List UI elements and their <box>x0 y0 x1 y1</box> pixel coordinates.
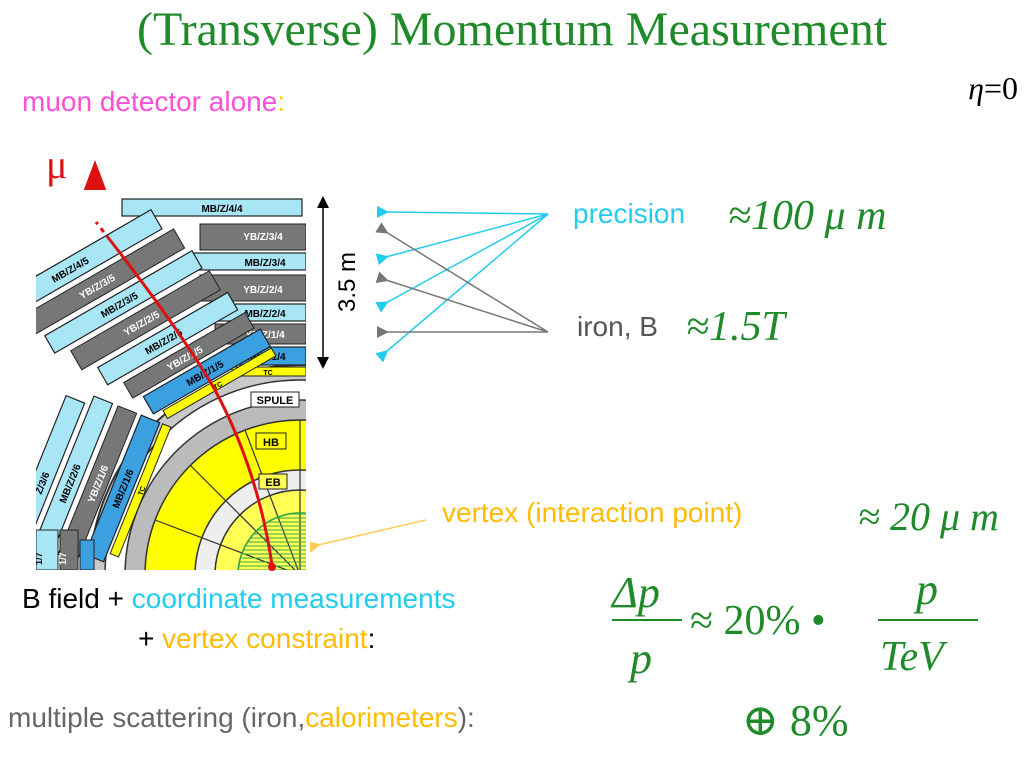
eta-value: 0 <box>1002 70 1018 106</box>
formula-mid: ≈ 20% • <box>690 598 826 644</box>
formula-den-left: p <box>627 634 652 683</box>
label-tc-left: TC <box>137 486 147 497</box>
iron-b-value: ≈1.5T <box>686 304 785 350</box>
label-mb44: MB/Z/4/4 <box>201 204 243 215</box>
vertex-constraint-text: vertex constraint <box>162 623 368 654</box>
bfield-text: B field <box>22 583 100 614</box>
vertex-value: ≈ 20 μ m <box>858 494 999 539</box>
formula-oplus-term: ⊕ 8% <box>742 696 849 745</box>
label-1-7-a: 1/7 <box>34 552 44 565</box>
formula-den-right: TeV <box>880 634 948 680</box>
vertex-constraint-colon: : <box>367 623 376 654</box>
resolution-formula: Δp p ≈ 20% • p TeV <box>610 565 978 683</box>
vertex-dot <box>268 563 276 571</box>
detector-cross-section: MB/Z/4/4 YB/Z/3/4 MB/Z/3/4 YB/Z/2/4 MB/Z… <box>34 190 306 570</box>
muon-alone-text: muon detector alone <box>22 86 278 117</box>
precision-value: ≈100 μ m <box>728 193 887 239</box>
label-hb: HB <box>263 437 279 449</box>
label-yb34: YB/Z/3/4 <box>243 232 283 243</box>
label-tc-diag: TC <box>212 381 224 392</box>
vertex-constraint-line: + vertex constraint: <box>138 623 375 655</box>
vertex-label: vertex (interaction point) <box>442 497 743 528</box>
formula-num-right: p <box>913 565 938 614</box>
label-tc-right: TC <box>263 370 272 377</box>
iron-b-label: iron, B <box>577 311 658 342</box>
label-mb24: MB/Z/2/4 <box>244 309 286 320</box>
ms-calorimeters: calorimeters <box>305 702 458 733</box>
muon-alone-colon: : <box>277 86 286 117</box>
muon-detector-alone-label: muon detector alone: <box>22 86 285 118</box>
eta-condition: η=0 <box>968 70 1018 107</box>
bfield-plus: + <box>99 583 132 614</box>
ms-text-a: multiple scattering (iron, <box>8 702 306 733</box>
label-spule: SPULE <box>257 395 294 407</box>
eta-symbol: η <box>968 70 984 106</box>
measurement-arrows <box>375 205 549 363</box>
multiple-scattering-line: multiple scattering (iron,calorimeters): <box>8 702 475 734</box>
ms-text-c: ): <box>457 702 475 733</box>
slide-title: (Transverse) Momentum Measurement <box>136 3 888 56</box>
label-yb24: YB/Z/2/4 <box>243 285 283 296</box>
dimension-label: 3.5 m <box>334 251 361 312</box>
label-yb14: YB/Z/1/4 <box>245 330 285 341</box>
precision-label: precision <box>573 198 686 229</box>
formula-num-left: Δp <box>610 568 660 617</box>
label-eb: EB <box>265 477 280 489</box>
mu-symbol: μ <box>46 142 67 187</box>
label-1-7-b: 1/7 <box>58 552 68 565</box>
label-mb34: MB/Z/3/4 <box>244 258 286 269</box>
vertex-arrow <box>310 519 427 553</box>
bfield-line: B field + coordinate measurements <box>22 583 455 615</box>
eta-equals: = <box>983 70 1002 106</box>
detector-diagram: μ MB/Z/4/4 YB/Z/3/4 MB/Z <box>34 142 329 571</box>
vertex-constraint-plus: + <box>138 623 163 654</box>
coordinate-measurements-text: coordinate measurements <box>131 583 456 614</box>
muon-track <box>108 239 274 566</box>
